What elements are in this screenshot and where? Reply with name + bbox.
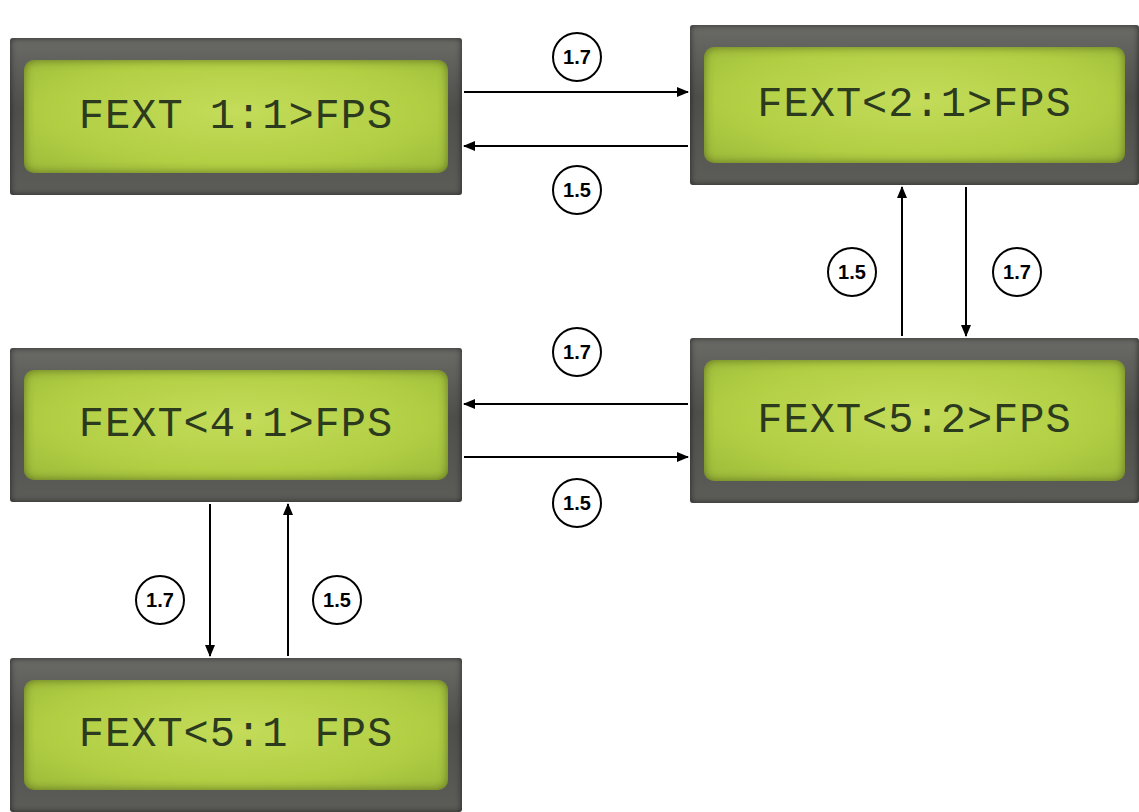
lcd-readout: FEXT<5:1 FPS (79, 711, 393, 759)
lcd-screen: FEXT<4:1>FPS (24, 370, 448, 480)
callout-number: 1.7 (992, 247, 1042, 297)
lcd-readout: FEXT<5:2>FPS (757, 397, 1071, 445)
callout-number: 1.7 (552, 32, 602, 82)
lcd-screen: FEXT<2:1>FPS (704, 47, 1125, 163)
transition-arrow (965, 187, 967, 336)
transition-arrow (901, 187, 903, 336)
transition-arrow (209, 504, 211, 656)
callout-number: 1.7 (135, 575, 185, 625)
lcd-display: FEXT<2:1>FPS (690, 25, 1139, 185)
callout-number: 1.7 (552, 327, 602, 377)
callout-number: 1.5 (312, 575, 362, 625)
callout-number: 1.5 (552, 165, 602, 215)
lcd-readout: FEXT<4:1>FPS (79, 401, 393, 449)
transition-arrow (464, 456, 688, 458)
transition-arrow (287, 504, 289, 656)
transition-arrow (464, 145, 688, 147)
lcd-screen: FEXT<5:1 FPS (24, 680, 448, 790)
lcd-screen: FEXT<5:2>FPS (704, 360, 1125, 481)
lcd-display: FEXT<5:1 FPS (10, 658, 462, 812)
lcd-readout: FEXT 1:1>FPS (79, 93, 393, 141)
callout-number: 1.5 (552, 478, 602, 528)
lcd-display: FEXT 1:1>FPS (10, 38, 462, 195)
lcd-screen: FEXT 1:1>FPS (24, 60, 448, 173)
transition-arrow (464, 91, 688, 93)
lcd-display: FEXT<4:1>FPS (10, 348, 462, 502)
callout-number: 1.5 (827, 247, 877, 297)
lcd-readout: FEXT<2:1>FPS (757, 81, 1071, 129)
lcd-display: FEXT<5:2>FPS (690, 338, 1139, 503)
transition-arrow (464, 403, 688, 405)
